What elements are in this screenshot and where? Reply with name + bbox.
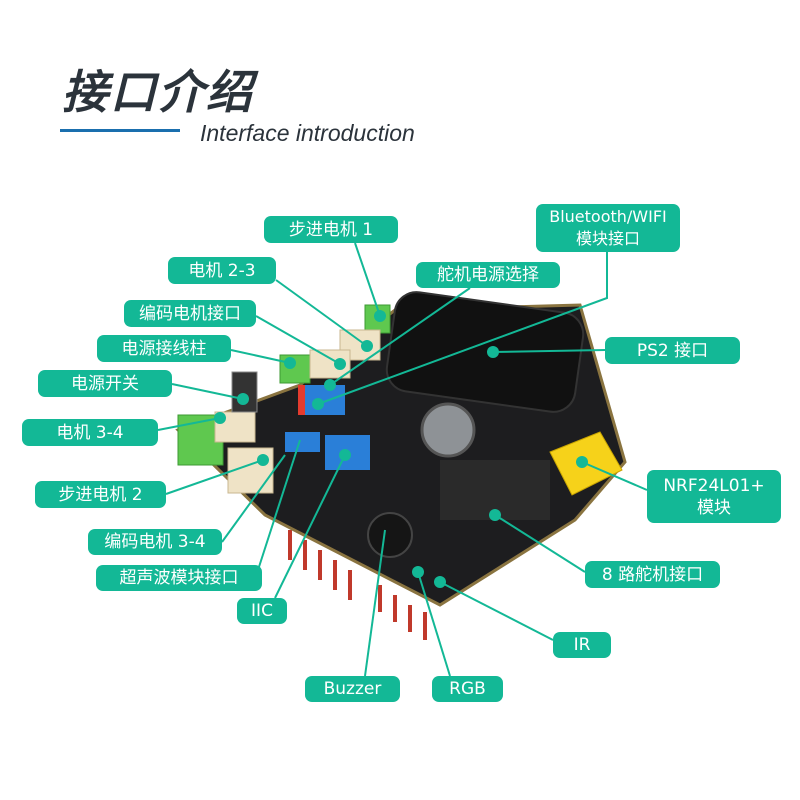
title-underline [60,129,180,132]
label-power-switch: 电源开关 [38,370,172,397]
label-bluetooth-wifi-module: Bluetooth/WIFI 模块接口 [536,204,680,252]
leader-dots [214,310,588,588]
nrf-line-1: NRF24L01+ [663,475,765,496]
label-encoder-motor-3-4: 编码电机 3-4 [88,529,222,555]
label-motor-2-3: 电机 2-3 [168,257,276,284]
ultrasonic-header [285,432,320,452]
label-encoder-motor-port: 编码电机接口 [124,300,256,327]
label-servo-power-select: 舵机电源选择 [416,262,560,288]
label-power-terminal: 电源接线柱 [97,335,231,362]
label-buzzer: Buzzer [305,676,400,702]
page-title: 接口介绍 [62,65,254,119]
label-ultrasonic-port: 超声波模块接口 [96,565,262,591]
ps2-connector [385,291,585,413]
servo-power-jumper-blue [305,385,345,415]
capacitor [420,402,476,458]
label-stepper-motor-2: 步进电机 2 [35,481,166,508]
label-ps2-port: PS2 接口 [605,337,740,364]
buzzer [367,512,413,558]
page-subtitle: Interface introduction [200,120,415,146]
leader-lines [157,242,648,677]
bt-line-2: 模块接口 [575,229,640,248]
label-stepper-motor-1: 步进电机 1 [264,216,398,243]
label-motor-3-4: 电机 3-4 [22,419,158,446]
label-iic: IIC [237,598,287,624]
label-ir: IR [553,632,611,658]
label-8-servo-port: 8 路舵机接口 [585,561,720,588]
label-rgb: RGB [432,676,503,702]
label-nrf24l01-module: NRF24L01+ 模块 [647,470,781,523]
nrf-line-2: 模块 [697,497,731,518]
bt-line-1: Bluetooth/WIFI [549,207,667,226]
arduino-pins [288,530,427,640]
power-switch [231,371,258,413]
